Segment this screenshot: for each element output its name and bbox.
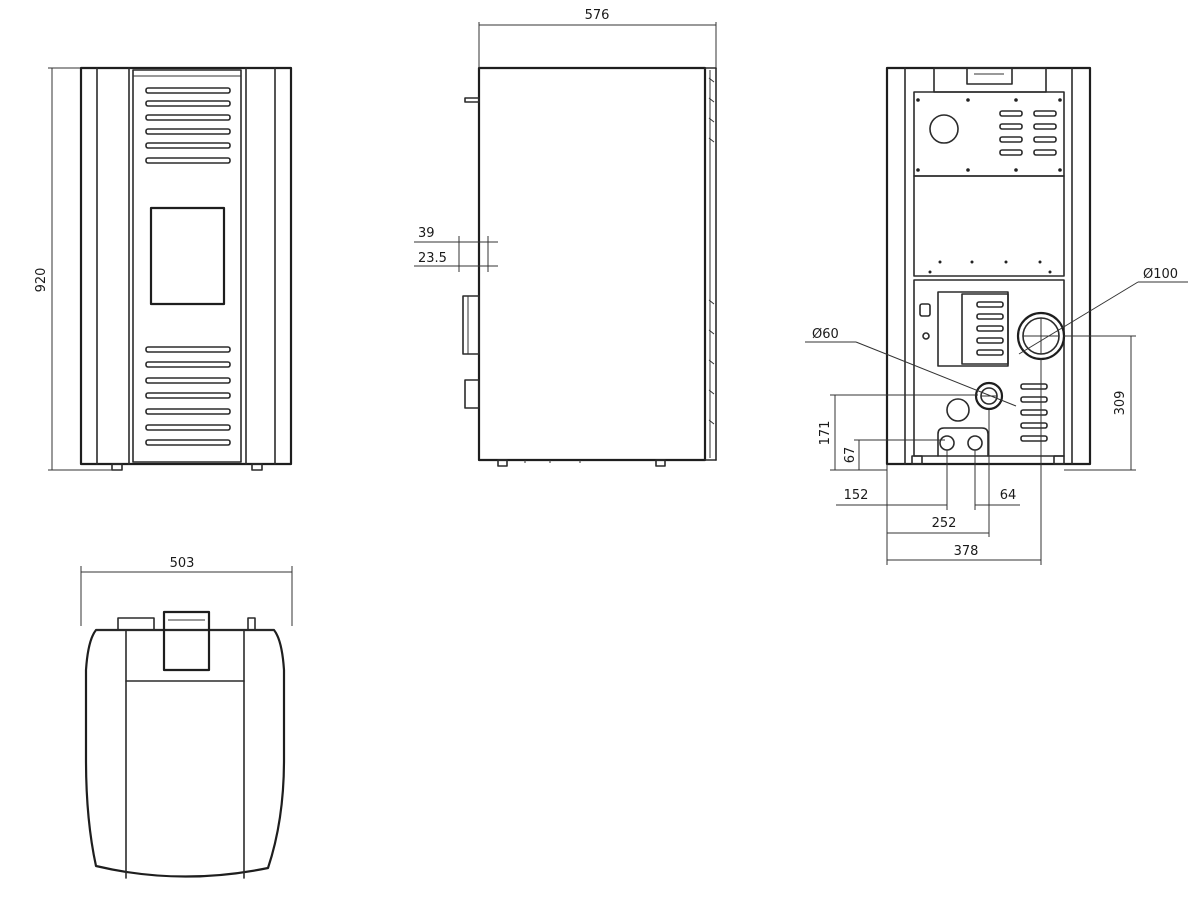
label-fitting-height: 67 (843, 447, 858, 464)
label-flue-diameter: Ø100 (1143, 267, 1178, 282)
front-fire-window (149, 206, 226, 306)
front-foot-right (251, 463, 263, 471)
side-grille-upper (462, 295, 480, 355)
label-flue-height: 309 (1113, 391, 1128, 416)
label-air-intake-offset: 152 (844, 488, 869, 503)
leader-flue-diameter: Ø100 (1018, 267, 1188, 355)
label-fitting-offset: 252 (932, 516, 957, 531)
label-flue-offset: 378 (954, 544, 979, 559)
rear-air-intake (974, 381, 1004, 411)
front-view (79, 66, 293, 471)
top-view-outline (84, 628, 286, 878)
rear-lower-vents (1020, 383, 1048, 442)
rear-panel-screws (916, 98, 1062, 274)
top-fitting-right (247, 617, 256, 631)
rear-middle-panel (913, 175, 1065, 277)
rear-upper-port (929, 114, 959, 144)
leader-air-intake-diameter: Ø60 (805, 327, 1017, 407)
label-fitting-spacing: 64 (1000, 488, 1017, 503)
label-front-height: 920 (34, 268, 49, 293)
side-grille-lower (464, 379, 480, 409)
rear-flue-outlet (1016, 311, 1066, 361)
rear-spare-port (946, 398, 970, 422)
rear-fan-slats (976, 301, 1004, 356)
side-foot-right (655, 459, 666, 467)
rear-upper-panel (913, 91, 1065, 177)
dimension-bottom-offsets: 152 64 252 378 (836, 359, 1042, 565)
side-view (462, 66, 717, 467)
dimension-fitting-height: 67 (843, 439, 945, 470)
label-top-width: 503 (170, 556, 195, 571)
front-foot-left (111, 463, 123, 471)
rear-fitting-left (939, 435, 955, 451)
dimension-flue-height: 309 (1064, 335, 1136, 471)
top-fitting-left (117, 617, 155, 631)
top-flue-outlet (162, 610, 211, 672)
label-lower-offset: 23.5 (418, 251, 447, 266)
label-upper-offset: 39 (418, 226, 435, 241)
rear-foot-left (911, 455, 923, 465)
front-door-panel (132, 69, 242, 463)
rear-fitting-bracket (937, 427, 989, 457)
dimension-side-depth: 576 (478, 8, 717, 68)
label-side-depth: 576 (585, 8, 610, 23)
front-view-outline (79, 66, 293, 466)
rear-view (885, 66, 1092, 466)
front-upper-vent-slats (145, 87, 231, 164)
side-foot-left (497, 459, 508, 467)
label-air-intake-height: 171 (818, 421, 833, 446)
dimension-top-width: 503 (80, 556, 293, 626)
rear-fan-grille (961, 293, 1009, 365)
dimension-front-height: 920 (34, 67, 112, 471)
top-view (84, 610, 286, 879)
label-air-intake-diameter: Ø60 (812, 327, 839, 342)
rear-fitting-right (967, 435, 983, 451)
rear-top-cap (933, 67, 1047, 93)
dimension-side-offsets: 39 23.5 (414, 226, 498, 272)
front-lower-vent-slats (145, 346, 231, 446)
rear-switch (919, 303, 931, 317)
rear-fuse (922, 332, 930, 340)
rear-top-connector (966, 67, 1013, 85)
rear-upper-vents (999, 110, 1057, 156)
side-handle-top (464, 97, 480, 103)
rear-foot-right (1053, 455, 1065, 465)
side-view-outline (477, 66, 707, 462)
dimension-air-intake-height: 171 (818, 394, 978, 471)
